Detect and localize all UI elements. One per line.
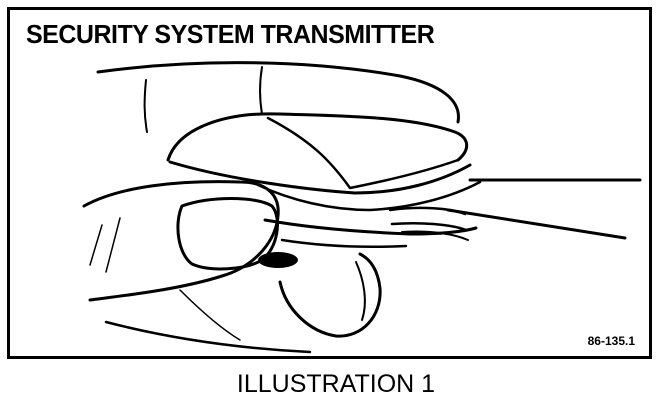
upper-finger-outline bbox=[96, 61, 460, 124]
hand-side-outline bbox=[179, 289, 241, 341]
upper-finger-crease bbox=[143, 79, 148, 133]
key-blade-bottom bbox=[446, 208, 627, 240]
finger-shadow bbox=[258, 252, 298, 268]
button-top bbox=[388, 206, 467, 216]
transmitter-drawing bbox=[82, 61, 642, 354]
thumb-knuckle-lines bbox=[89, 217, 121, 273]
transmitter-top-face bbox=[266, 116, 460, 190]
lower-finger-nail bbox=[355, 261, 366, 321]
figure-title: SECURITY SYSTEM TRANSMITTER bbox=[26, 20, 435, 50]
upper-finger-knuckle bbox=[259, 66, 263, 115]
housing-lower bbox=[263, 218, 478, 236]
lower-finger-outline bbox=[278, 252, 382, 338]
transmitter-base bbox=[256, 180, 482, 212]
illustration-frame: SECURITY SYSTEM TRANSMITTER 86-135.1 bbox=[7, 7, 652, 359]
housing-lip bbox=[280, 238, 408, 248]
figure-caption: ILLUSTRATION 1 bbox=[236, 370, 436, 398]
figure-code: 86-135.1 bbox=[587, 334, 635, 348]
hand-lower-outline bbox=[104, 320, 312, 354]
transmitter-lower-edge bbox=[168, 160, 472, 195]
transmitter-dome bbox=[166, 112, 469, 162]
button-bottom bbox=[390, 222, 468, 232]
